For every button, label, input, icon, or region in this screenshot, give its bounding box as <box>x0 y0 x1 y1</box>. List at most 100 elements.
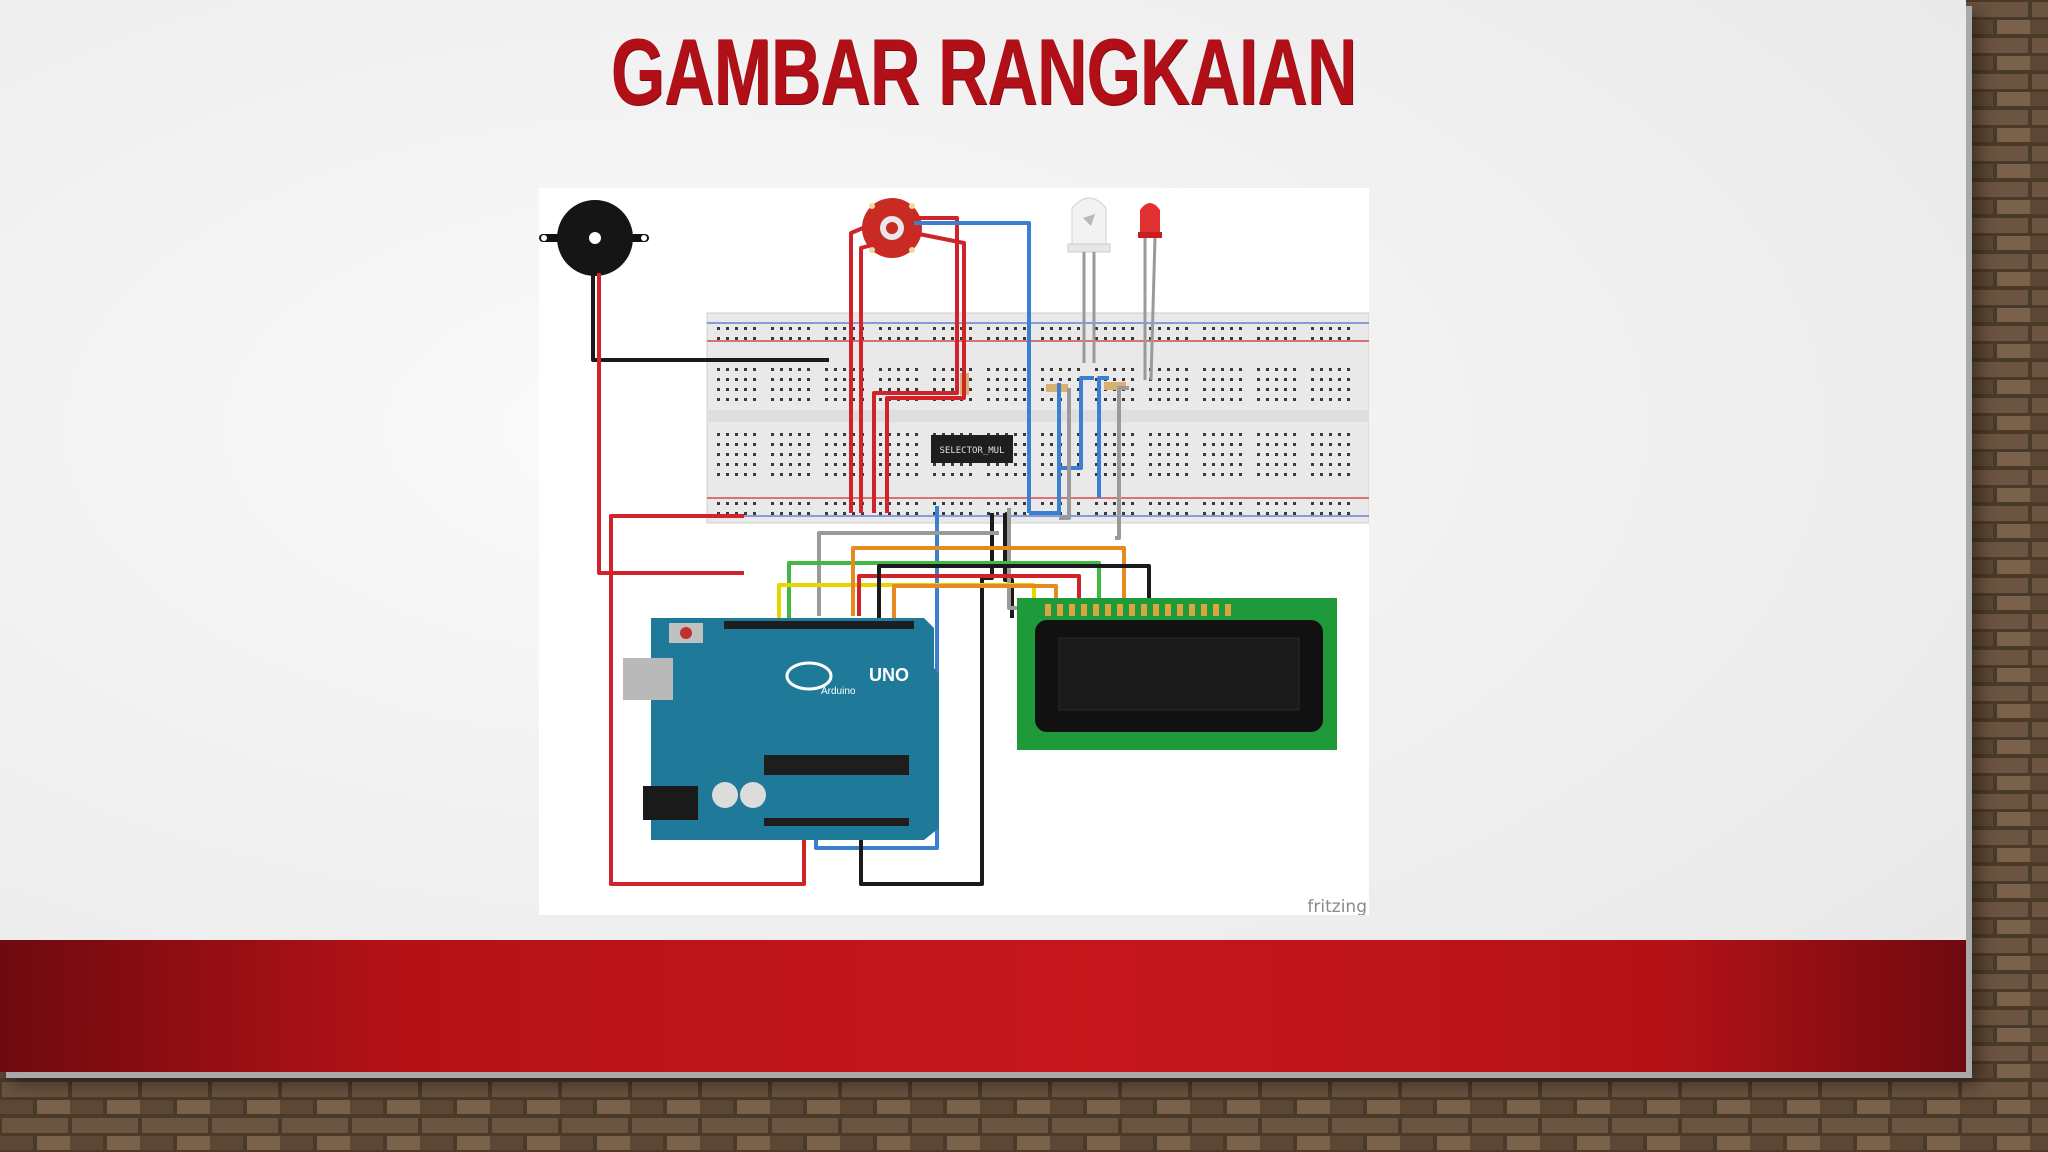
breadboard-hole <box>1122 453 1125 456</box>
breadboard-hole <box>807 512 810 515</box>
breadboard-hole <box>1230 368 1233 371</box>
breadboard-hole <box>942 337 945 340</box>
breadboard-hole <box>1185 368 1188 371</box>
breadboard-hole <box>1266 378 1269 381</box>
breadboard-hole <box>843 368 846 371</box>
breadboard-hole <box>789 327 792 330</box>
breadboard-hole <box>1122 502 1125 505</box>
breadboard-hole <box>1158 327 1161 330</box>
breadboard-hole <box>1050 453 1053 456</box>
breadboard-hole <box>834 327 837 330</box>
breadboard-hole <box>969 388 972 391</box>
breadboard-hole <box>1266 443 1269 446</box>
breadboard-hole <box>744 453 747 456</box>
breadboard-hole <box>960 327 963 330</box>
breadboard-hole <box>888 388 891 391</box>
breadboard-hole <box>1212 453 1215 456</box>
breadboard-hole <box>1131 398 1134 401</box>
breadboard-hole <box>717 433 720 436</box>
breadboard-hole <box>1212 502 1215 505</box>
breadboard-hole <box>906 512 909 515</box>
breadboard-hole <box>987 327 990 330</box>
lcd-pin <box>1225 604 1231 616</box>
breadboard-hole <box>1275 388 1278 391</box>
breadboard-hole <box>1329 443 1332 446</box>
breadboard-hole <box>879 398 882 401</box>
breadboard-hole <box>780 453 783 456</box>
breadboard-hole <box>1041 463 1044 466</box>
breadboard-hole <box>888 512 891 515</box>
breadboard-hole <box>1014 378 1017 381</box>
breadboard-hole <box>1167 433 1170 436</box>
breadboard-hole <box>825 512 828 515</box>
breadboard-hole <box>1167 398 1170 401</box>
breadboard-hole <box>1158 388 1161 391</box>
breadboard-hole <box>996 368 999 371</box>
breadboard-hole <box>1176 388 1179 391</box>
breadboard-hole <box>1041 502 1044 505</box>
breadboard-hole <box>897 378 900 381</box>
breadboard-hole <box>1050 473 1053 476</box>
breadboard-hole <box>1311 327 1314 330</box>
breadboard-hole <box>1257 327 1260 330</box>
breadboard-hole <box>735 433 738 436</box>
breadboard-hole <box>1158 443 1161 446</box>
breadboard-hole <box>996 398 999 401</box>
breadboard-hole <box>735 337 738 340</box>
breadboard-hole <box>780 398 783 401</box>
breadboard-hole <box>1023 502 1026 505</box>
breadboard-hole <box>744 398 747 401</box>
breadboard-hole <box>1230 433 1233 436</box>
breadboard-hole <box>852 398 855 401</box>
breadboard-hole <box>1230 443 1233 446</box>
breadboard-hole <box>798 368 801 371</box>
breadboard-hole <box>1320 453 1323 456</box>
breadboard-hole <box>1149 388 1152 391</box>
breadboard-hole <box>735 368 738 371</box>
breadboard-hole <box>726 502 729 505</box>
breadboard-hole <box>1077 502 1080 505</box>
breadboard-hole <box>1176 433 1179 436</box>
breadboard-hole <box>834 463 837 466</box>
breadboard-hole <box>1284 443 1287 446</box>
breadboard-hole <box>735 512 738 515</box>
breadboard-hole <box>1014 337 1017 340</box>
breadboard-hole <box>834 502 837 505</box>
breadboard-hole <box>744 433 747 436</box>
breadboard-hole <box>1329 433 1332 436</box>
breadboard-hole <box>1131 327 1134 330</box>
breadboard-hole <box>798 512 801 515</box>
breadboard-hole <box>1014 388 1017 391</box>
breadboard-hole <box>888 337 891 340</box>
breadboard-hole <box>1293 398 1296 401</box>
breadboard-hole <box>879 453 882 456</box>
breadboard-hole <box>789 337 792 340</box>
breadboard-hole <box>789 443 792 446</box>
breadboard-hole <box>744 512 747 515</box>
breadboard-hole <box>1347 368 1350 371</box>
breadboard-hole <box>1014 433 1017 436</box>
breadboard-hole <box>1014 463 1017 466</box>
breadboard-hole <box>933 378 936 381</box>
breadboard-hole <box>1239 463 1242 466</box>
breadboard-hole <box>1311 463 1314 466</box>
breadboard-hole <box>1131 433 1134 436</box>
breadboard-hole <box>897 327 900 330</box>
breadboard-hole <box>1311 473 1314 476</box>
breadboard-hole <box>951 368 954 371</box>
breadboard-hole <box>1311 453 1314 456</box>
breadboard-hole <box>915 512 918 515</box>
breadboard-hole <box>771 337 774 340</box>
lcd-pin <box>1153 604 1159 616</box>
breadboard-hole <box>888 327 891 330</box>
breadboard-hole <box>717 443 720 446</box>
breadboard-hole <box>906 378 909 381</box>
breadboard-hole <box>780 463 783 466</box>
breadboard-hole <box>1167 463 1170 466</box>
footer-band <box>0 940 1966 1072</box>
breadboard-hole <box>1311 502 1314 505</box>
breadboard-hole <box>798 473 801 476</box>
breadboard-hole <box>843 337 846 340</box>
breadboard-hole <box>1347 463 1350 466</box>
breadboard-hole <box>1338 443 1341 446</box>
